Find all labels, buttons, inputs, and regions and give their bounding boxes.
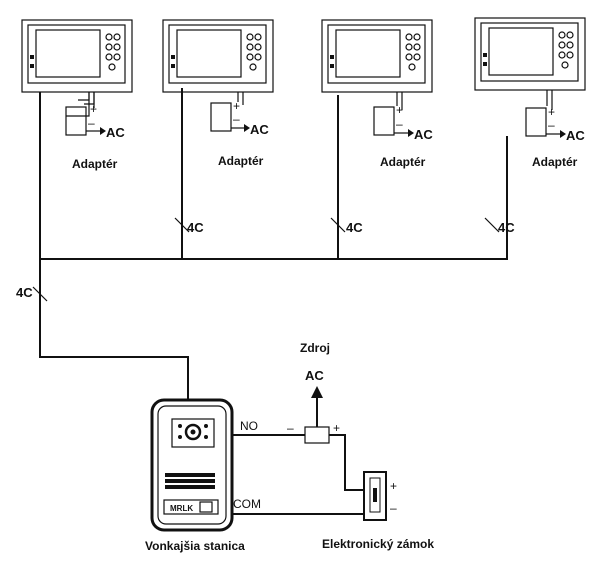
- plus-sign: +: [90, 102, 97, 116]
- indoor-monitor: [321, 19, 433, 93]
- plus-sign: +: [396, 103, 403, 117]
- minus-sign: –: [88, 116, 95, 130]
- com-label: COM: [233, 497, 261, 511]
- electronic-lock-label: Elektronický zámok: [322, 537, 434, 551]
- arrow-icon: [244, 124, 250, 132]
- call-button[interactable]: [199, 501, 213, 513]
- arrow-icon: [560, 130, 566, 138]
- minus-sign: –: [287, 421, 294, 435]
- plus-sign: +: [548, 105, 555, 119]
- adapter-label: Adaptér: [380, 155, 426, 169]
- adapter-label: Adaptér: [72, 157, 118, 171]
- wire-4c-label: 4C: [187, 220, 204, 235]
- speaker-grille: [165, 473, 215, 489]
- adapter-3: + – AC Adaptér: [373, 92, 433, 169]
- ac-label: AC: [414, 127, 433, 142]
- plus-sign: +: [233, 99, 240, 113]
- adapter-box: [65, 106, 87, 136]
- ac-label: AC: [305, 368, 324, 383]
- adapter-label: Adaptér: [218, 154, 264, 168]
- adapter-4: + – AC Adaptér: [525, 90, 585, 169]
- monitor-unit-2: [162, 19, 274, 93]
- electronic-lock: + – Elektronický zámok: [322, 471, 434, 551]
- adapter-box: [210, 102, 232, 132]
- minus-sign: –: [390, 501, 397, 515]
- source-label: Zdroj: [300, 341, 330, 355]
- arrow-icon: [100, 127, 106, 135]
- ac-label: AC: [566, 128, 585, 143]
- minus-sign: –: [396, 117, 403, 131]
- monitor-unit-3: [321, 19, 433, 93]
- ac-label: AC: [250, 122, 269, 137]
- lock-wiring: NO – + AC Zdroj COM: [232, 341, 370, 515]
- monitor-unit-4: [474, 17, 586, 91]
- ac-label: AC: [106, 125, 125, 140]
- outdoor-station: MRLK Vonkajšia stanica: [145, 398, 245, 553]
- call-panel: [163, 499, 219, 515]
- camera-panel: [171, 418, 215, 448]
- wire-markers: 4C 4C 4C 4C: [16, 217, 515, 302]
- power-source-box: [304, 426, 330, 444]
- wire-4c-label: 4C: [16, 285, 33, 300]
- indoor-monitor: [21, 19, 133, 93]
- outdoor-station-label: Vonkajšia stanica: [145, 539, 245, 553]
- arrow-up-icon: [311, 386, 323, 398]
- panel-tag: MRLK: [170, 504, 193, 513]
- minus-sign: –: [233, 112, 240, 126]
- bus-line: [39, 92, 508, 260]
- adapter-box: [525, 107, 547, 137]
- adapter-box: [373, 106, 395, 136]
- no-label: NO: [240, 419, 258, 433]
- indoor-monitor: [162, 19, 274, 93]
- trunk-to-outdoor: [39, 259, 189, 400]
- adapter-label: Adaptér: [532, 155, 578, 169]
- plus-sign: +: [390, 479, 397, 493]
- bus-wires: [39, 88, 508, 400]
- minus-sign: –: [548, 118, 555, 132]
- wire-plus: [329, 434, 370, 491]
- plus-sign: +: [333, 421, 340, 435]
- indoor-monitor: [474, 17, 586, 91]
- arrow-icon: [408, 129, 414, 137]
- adapter-1: + – AC Adaptér: [65, 92, 125, 171]
- adapter-2: + – AC Adaptér: [210, 92, 269, 168]
- wire-4c-label: 4C: [498, 220, 515, 235]
- wire-4c-label: 4C: [346, 220, 363, 235]
- monitor-unit-1: [21, 19, 133, 117]
